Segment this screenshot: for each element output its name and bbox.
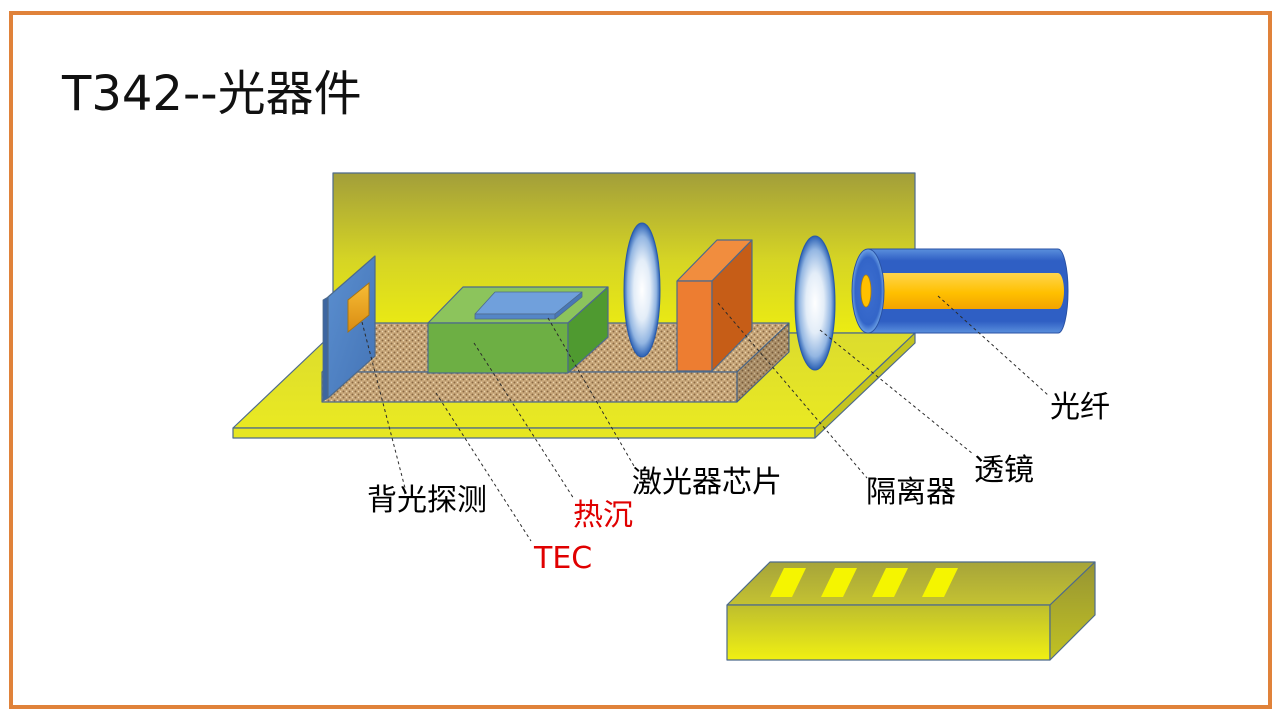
leader-heat-sink xyxy=(473,342,575,500)
isolator-front xyxy=(676,280,713,372)
emitter-stripe-2 xyxy=(821,568,857,597)
laser-chip-side xyxy=(554,291,583,320)
component-labels: 光纤 透镜 隔离器 激光器芯片 热沉 背光探测 TEC xyxy=(367,390,1110,576)
base-plate-side xyxy=(814,332,916,439)
label-laser-chip: 激光器芯片 xyxy=(632,465,782,500)
emitter-stripe-1 xyxy=(770,568,806,597)
leader-isolator xyxy=(717,302,868,479)
tec-side xyxy=(736,322,790,403)
isolator-block xyxy=(676,239,753,372)
isolator-side xyxy=(711,239,753,372)
heat-sink-side xyxy=(567,286,609,374)
slide-frame xyxy=(9,11,1272,709)
optical-assembly-diagram: 光纤 透镜 隔离器 激光器芯片 热沉 背光探测 TEC xyxy=(232,172,1110,576)
photodiode xyxy=(347,281,370,334)
fiber-end-core xyxy=(860,274,872,308)
label-lens: 透镜 xyxy=(974,453,1034,488)
detector-edge xyxy=(322,296,329,402)
fiber-core xyxy=(868,273,1064,309)
base-plate-front xyxy=(232,427,816,439)
page-title: T342--光器件 xyxy=(61,66,362,122)
leader-laser-chip xyxy=(547,317,635,467)
lens-2 xyxy=(794,235,836,371)
optical-fiber xyxy=(851,248,1069,334)
leader-lens xyxy=(819,329,974,455)
laser-chip-front xyxy=(474,313,556,320)
label-heat-sink: 热沉 xyxy=(573,498,633,533)
label-back-light-detector: 背光探测 xyxy=(367,483,487,518)
leader-lines xyxy=(361,295,1049,542)
heat-sink-front xyxy=(427,322,569,374)
laser-bar-side xyxy=(1049,561,1096,661)
back-light-detector xyxy=(322,255,376,402)
emitter-stripe-4 xyxy=(922,568,958,597)
leader-back-light-detector xyxy=(361,321,406,489)
lens-1 xyxy=(623,222,661,358)
leader-tec xyxy=(435,392,532,542)
laser-bar-module xyxy=(726,561,1096,661)
tec-front xyxy=(321,371,738,403)
label-fiber: 光纤 xyxy=(1050,390,1110,425)
emitter-stripe-3 xyxy=(872,568,908,597)
laser-chip xyxy=(474,291,583,320)
leader-fiber xyxy=(937,295,1049,396)
label-tec: TEC xyxy=(533,541,592,576)
label-isolator: 隔离器 xyxy=(866,475,956,510)
tec-side-shade xyxy=(737,323,789,402)
laser-bar-front xyxy=(726,604,1051,661)
